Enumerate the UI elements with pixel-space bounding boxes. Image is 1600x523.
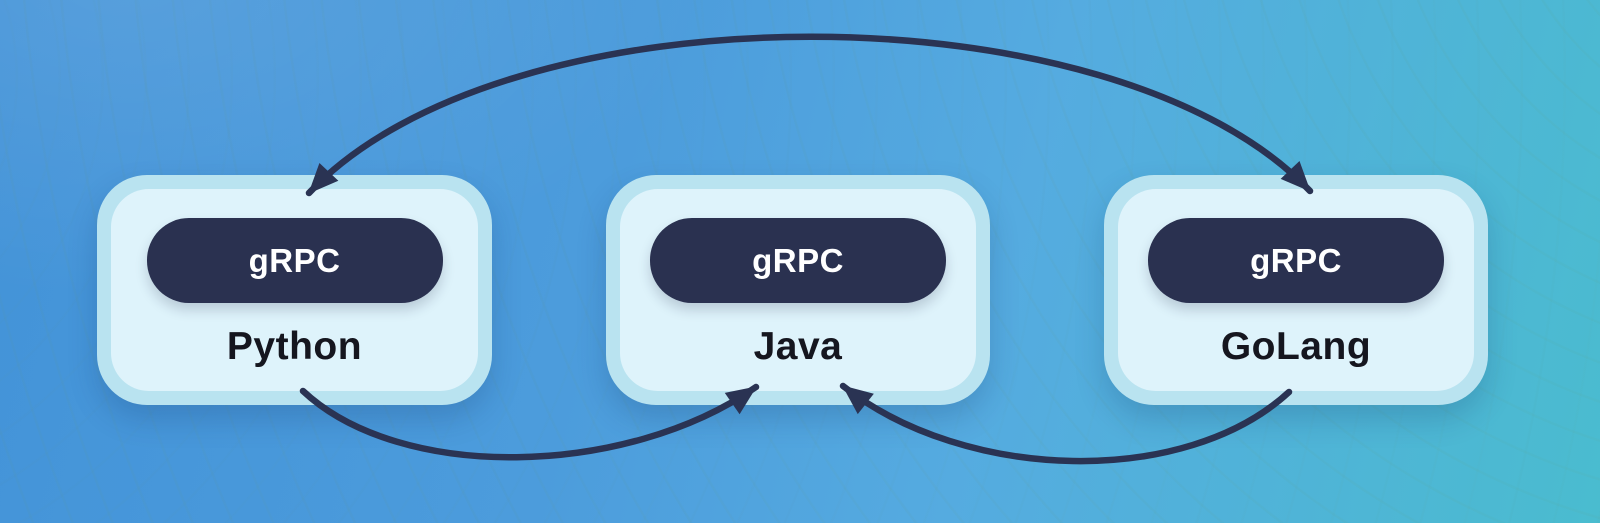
- node-java: gRPC Java: [606, 175, 990, 405]
- node-python-label: Python: [226, 325, 363, 368]
- grpc-badge-python-label: gRPC: [248, 241, 341, 279]
- node-python-inner: gRPC Python: [111, 189, 478, 391]
- grpc-badge-java-label: gRPC: [752, 241, 844, 279]
- grpc-badge-java: gRPC: [650, 218, 946, 303]
- node-java-inner: gRPC Java: [620, 189, 976, 391]
- node-java-label: Java: [753, 325, 843, 368]
- node-python: gRPC Python: [97, 175, 492, 405]
- grpc-badge-golang-label: gRPC: [1250, 241, 1342, 279]
- edge-python-golang-top-arc: [305, 33, 1314, 197]
- node-golang: gRPC GoLang: [1104, 175, 1488, 405]
- node-golang-label: GoLang: [1220, 325, 1372, 368]
- node-golang-inner: gRPC GoLang: [1118, 189, 1474, 391]
- grpc-badge-python: gRPC: [146, 218, 443, 303]
- grpc-badge-golang: gRPC: [1148, 218, 1444, 303]
